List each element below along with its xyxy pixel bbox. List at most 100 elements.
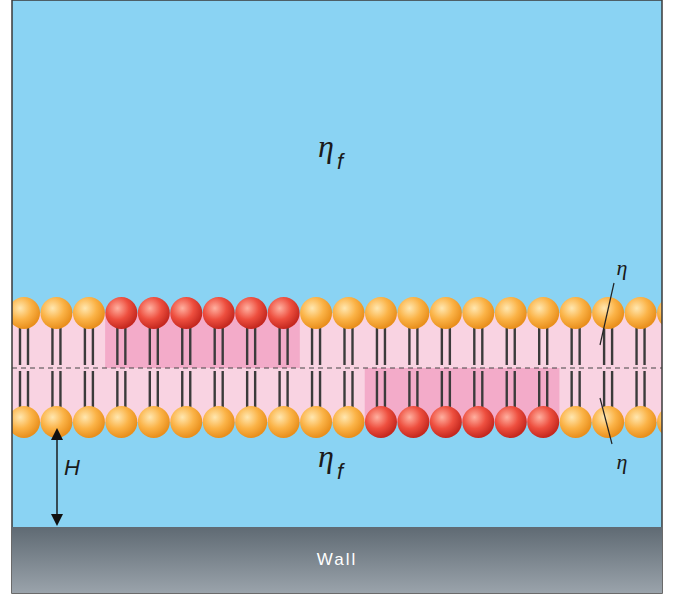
lipid-tail — [376, 323, 378, 365]
lipid-tail — [278, 371, 280, 412]
lipid-head — [625, 406, 657, 438]
lipid-tail — [27, 371, 29, 412]
lipid-head — [495, 406, 527, 438]
lipid-head — [365, 406, 397, 438]
lipid-tail — [603, 371, 605, 412]
midplane — [12, 368, 662, 369]
lipid-tail — [84, 371, 86, 412]
lipid-tail — [246, 371, 248, 412]
lipid-tail — [611, 371, 613, 412]
lipid-head — [138, 406, 170, 438]
lipid-head — [8, 297, 40, 329]
lipid-tail — [116, 323, 118, 365]
lipid-head — [625, 297, 657, 329]
lipid-head — [333, 297, 365, 329]
lipid-tail — [116, 371, 118, 412]
dimension-line — [56, 430, 57, 524]
lipid-tail — [124, 323, 126, 365]
lipid-head — [73, 297, 105, 329]
lipid-tail — [149, 371, 151, 412]
lipid-head — [235, 297, 267, 329]
lipid-tail — [546, 323, 548, 365]
viscosity-symbol: η — [617, 257, 628, 279]
lipid-head — [397, 406, 429, 438]
lipid-tail — [384, 371, 386, 412]
leader-line — [600, 283, 614, 345]
lipid-tail — [481, 323, 483, 365]
lipid-tail — [384, 323, 386, 365]
lipid-tail — [635, 371, 637, 412]
lipid-tail — [221, 323, 223, 365]
lipid-head — [235, 406, 267, 438]
lipid-tail — [570, 323, 572, 365]
lipid-tail — [319, 371, 321, 412]
lipid-tail — [635, 323, 637, 365]
lipid-head — [430, 297, 462, 329]
lipid-tail — [181, 371, 183, 412]
lipid-tail — [157, 371, 159, 412]
leader-line — [600, 398, 612, 444]
viscosity-symbol: η — [318, 130, 334, 162]
lipid-head — [105, 406, 137, 438]
lipid-tail — [189, 323, 191, 365]
lipid-tail — [181, 323, 183, 365]
lipid-tail — [254, 371, 256, 412]
lipid-tail — [286, 323, 288, 365]
margin — [662, 280, 674, 460]
lipid-tail — [514, 371, 516, 412]
lipid-tail — [51, 323, 53, 365]
lipid-head — [560, 297, 592, 329]
lipid-head — [40, 297, 72, 329]
lipid-tail — [416, 323, 418, 365]
frame — [12, 0, 662, 593]
lipid-tail — [578, 371, 580, 412]
wall-band: Wall — [12, 527, 662, 593]
lipid-tail — [449, 371, 451, 412]
lipid-tail — [473, 323, 475, 365]
fluid — [12, 0, 662, 593]
lipid-tail — [246, 323, 248, 365]
lipid-head — [462, 297, 494, 329]
lipid-head — [365, 297, 397, 329]
viscosity-symbol: η — [617, 451, 628, 473]
lipid-head — [397, 297, 429, 329]
lipid-tail — [514, 323, 516, 365]
lipid-tail — [578, 323, 580, 365]
margin — [0, 280, 12, 460]
lipid-tail — [408, 323, 410, 365]
lipid-tail — [351, 371, 353, 412]
lipid-tail — [311, 371, 313, 412]
subscript: f — [337, 151, 343, 173]
lipid-tail — [213, 371, 215, 412]
lipid-tail — [376, 371, 378, 412]
bilayer — [12, 313, 662, 422]
lipid-tail — [441, 371, 443, 412]
lipid-tail — [570, 371, 572, 412]
lipid-tail — [27, 323, 29, 365]
lipid-tail — [343, 371, 345, 412]
lipid-tail — [157, 323, 159, 365]
lipid-tail — [546, 371, 548, 412]
lipid-head — [527, 297, 559, 329]
lipid-tail — [92, 323, 94, 365]
lipid-tail — [149, 323, 151, 365]
lipid-head — [300, 406, 332, 438]
viscosity-symbol: η — [318, 440, 334, 472]
lipid-tail — [408, 371, 410, 412]
lipid-tail — [506, 323, 508, 365]
lipid-head — [138, 297, 170, 329]
lipid-tail — [611, 323, 613, 365]
lipid-tail — [254, 323, 256, 365]
lipid-head — [105, 297, 137, 329]
lipid-tail — [51, 371, 53, 412]
lipid-tail — [84, 323, 86, 365]
lipid-tail — [19, 371, 21, 412]
lipid-tail — [319, 323, 321, 365]
lipid-tail — [449, 323, 451, 365]
arrow-head — [51, 514, 63, 526]
lipid-head — [430, 406, 462, 438]
lipid-head — [495, 297, 527, 329]
lipid-tail — [124, 371, 126, 412]
lipid-head — [462, 406, 494, 438]
